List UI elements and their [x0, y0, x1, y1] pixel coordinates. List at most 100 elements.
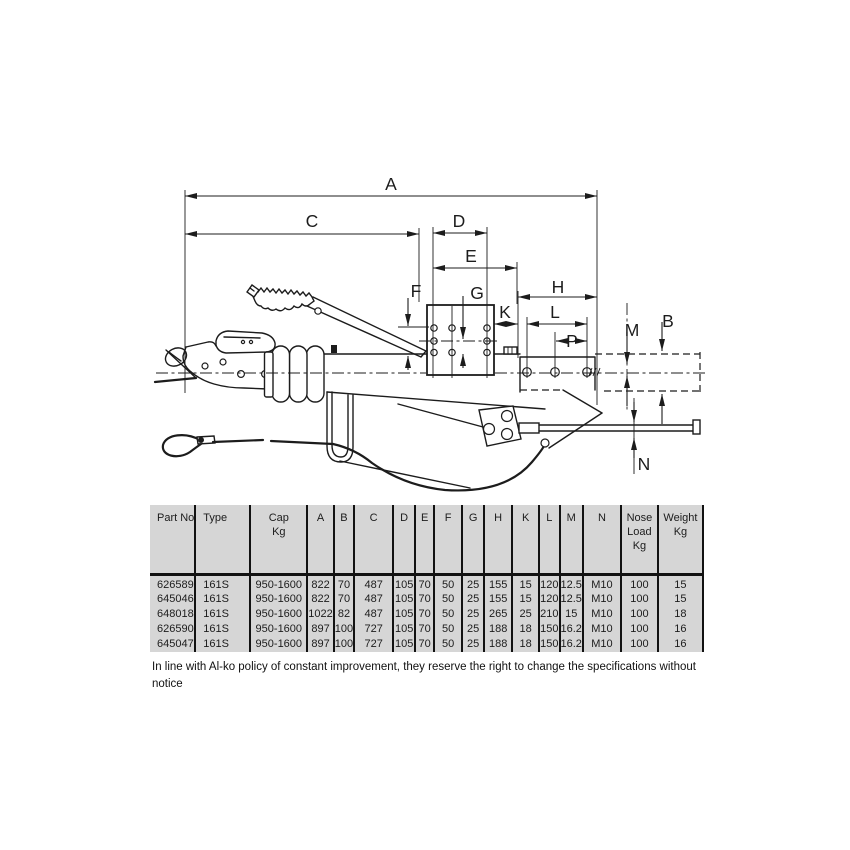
coupling-technical-drawing: A C D E F G H K L P M B N	[153, 174, 706, 492]
table-cell: 16.2	[558, 637, 583, 653]
table-cell: 105	[392, 574, 416, 593]
table-cell: 161S	[194, 574, 251, 593]
table-cell: 15	[656, 574, 704, 593]
column-header: F	[433, 505, 463, 576]
table-cell: 70	[332, 574, 355, 593]
table-cell: 50	[433, 607, 463, 623]
table-cell: 15	[511, 592, 540, 608]
column-header: L	[538, 505, 560, 576]
table-cell: 897	[306, 637, 334, 653]
dim-label-C: C	[306, 211, 319, 231]
table-cell: 150	[538, 637, 560, 653]
dim-label-D: D	[453, 211, 466, 231]
table-cell: 70	[414, 637, 435, 653]
table-cell: 487	[353, 607, 394, 623]
table-cell: 15	[558, 607, 583, 623]
table-cell: 626590	[157, 623, 194, 636]
table-cell: 100	[332, 622, 355, 638]
table-cell: 82	[332, 607, 355, 623]
table-cell: 16	[656, 637, 704, 653]
column-header: Part No	[150, 505, 196, 576]
table-cell: 70	[414, 607, 435, 623]
table-cell: 897	[306, 622, 334, 638]
table-cell: 150	[538, 622, 560, 638]
table-cell: 161S	[194, 622, 251, 638]
stirrup-inner	[331, 391, 349, 458]
dim-label-K: K	[499, 302, 511, 322]
column-header: G	[461, 505, 485, 576]
table-cell: 16	[656, 622, 704, 638]
table-cell: 188	[483, 637, 513, 653]
table-cell: 25	[461, 622, 485, 638]
table-cell: 265	[483, 607, 513, 623]
dimension-arrows	[405, 296, 665, 458]
table-cell: 822	[306, 574, 334, 593]
table-cell: 18	[656, 607, 704, 623]
table-cell: 120	[538, 592, 560, 608]
rear-bracket	[519, 356, 603, 414]
table-cell: 645046	[157, 593, 194, 606]
table-cell: 15	[656, 592, 704, 608]
table-cell: 100	[619, 622, 658, 638]
table-cell: 188	[483, 622, 513, 638]
table-cell: 105	[392, 637, 416, 653]
dim-label-G: G	[470, 283, 484, 303]
dimension-labels: A C D E F G H K L P M B N	[306, 174, 674, 474]
rubber-bellows	[263, 345, 325, 403]
table-cell: 950-1600	[249, 574, 308, 593]
table-cell: 822	[306, 592, 334, 608]
table-cell: 487	[353, 592, 394, 608]
table-cell: 18	[511, 637, 540, 653]
table-cell: M10	[581, 592, 621, 608]
table-cell: 950-1600	[249, 592, 308, 608]
table-cell: 161S	[194, 592, 251, 608]
column-header: E	[414, 505, 435, 576]
table-cell: 25	[461, 637, 485, 653]
table-cell: 25	[461, 607, 485, 623]
table-cell: 100	[619, 637, 658, 653]
table-cell: 1022	[306, 607, 334, 623]
footer-note: In line with Al-ko policy of constant im…	[152, 661, 696, 691]
coupling-head	[153, 330, 276, 390]
column-header: A	[306, 505, 334, 576]
dim-label-H: H	[552, 277, 565, 297]
stirrup-outer	[326, 391, 354, 463]
cable-loop	[161, 434, 203, 458]
table-cell: 18	[511, 622, 540, 638]
column-header: Type	[194, 505, 251, 576]
table-cell: 155	[483, 592, 513, 608]
table-cell: 70	[414, 622, 435, 638]
table-cell: 12.5	[558, 574, 583, 593]
release-handle	[215, 330, 276, 354]
table-cell: 16.2	[558, 622, 583, 638]
column-header: K	[511, 505, 540, 576]
brake-rod	[538, 424, 694, 432]
dim-label-A: A	[385, 174, 397, 194]
table-cell: 727	[353, 637, 394, 653]
table-cell: 25	[461, 574, 485, 593]
column-header: M	[558, 505, 583, 576]
table-cell: 120	[538, 574, 560, 593]
dim-label-E: E	[465, 246, 477, 266]
dim-label-N: N	[638, 454, 651, 474]
table-cell: 155	[483, 574, 513, 593]
table-cell: 161S	[194, 607, 251, 623]
table-cell: 100	[619, 574, 658, 593]
column-header: H	[483, 505, 513, 576]
column-header: D	[392, 505, 416, 576]
table-cell: 487	[353, 574, 394, 593]
dim-label-L: L	[550, 302, 560, 322]
column-header: C	[353, 505, 394, 576]
table-cell: 950-1600	[249, 637, 308, 653]
table-cell: 105	[392, 592, 416, 608]
